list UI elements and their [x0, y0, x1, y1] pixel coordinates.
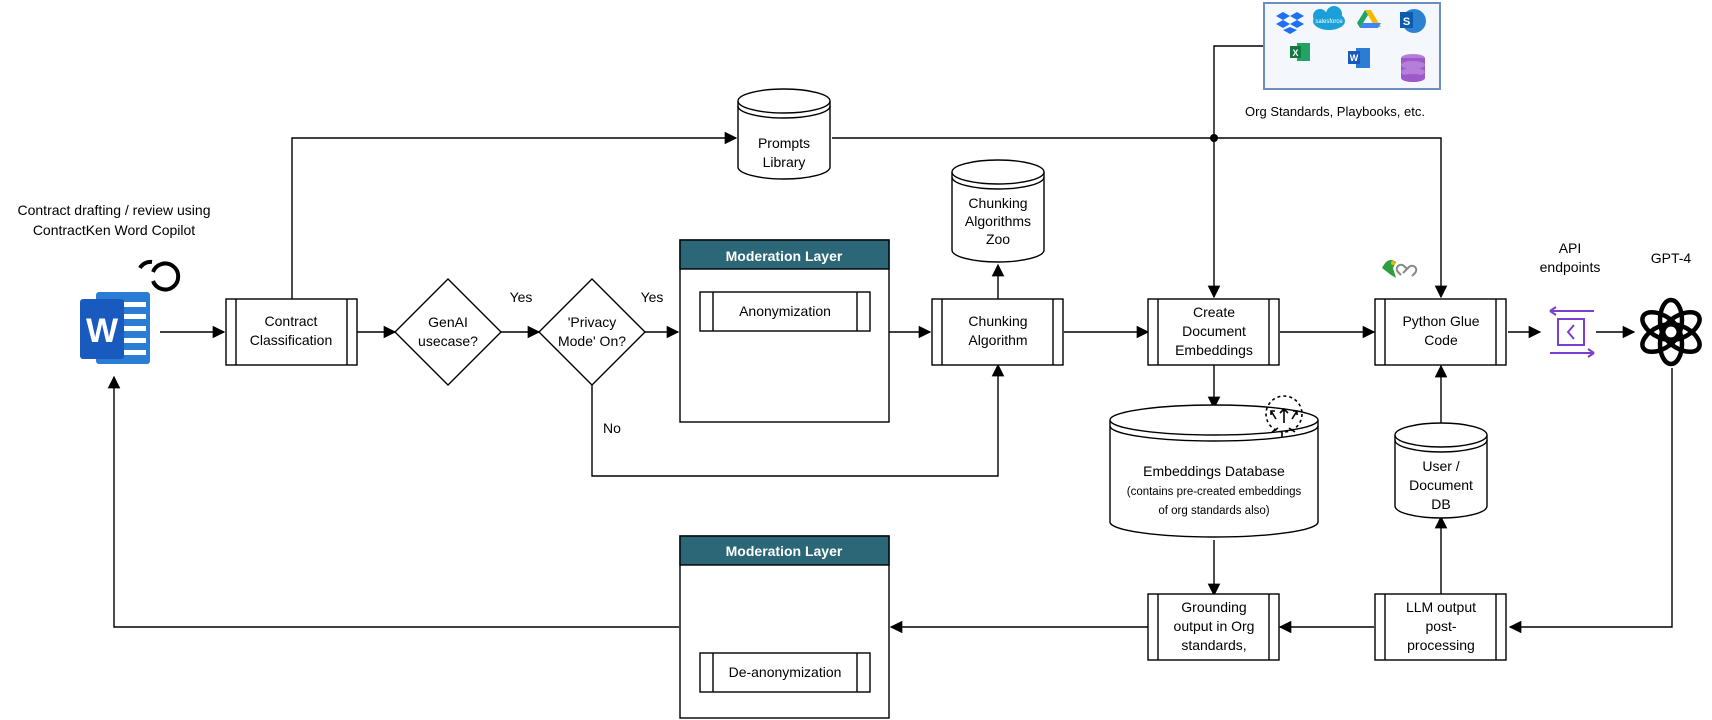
- org-sources-panel: salesforce S X W: [1263, 2, 1441, 90]
- edge-label-yes-2: Yes: [641, 289, 664, 305]
- anonymization-label: Anonymization: [739, 303, 831, 319]
- chunking-algorithm-box: Chunking Algorithm: [931, 298, 1064, 366]
- chunking-zoo-label-2: Algorithms: [965, 213, 1031, 229]
- edge-moderation-to-word: [107, 375, 679, 628]
- llm-postprocessing-box: LLM output post- processing: [1374, 593, 1507, 661]
- create-embeddings-label-1: Create: [1193, 304, 1235, 320]
- llm-post-label-3: processing: [1407, 637, 1475, 653]
- embeddings-db-line2: (contains pre-created embeddings: [1127, 486, 1302, 498]
- edge-sources-to-embeddings: [1207, 45, 1264, 299]
- svg-text:W: W: [1350, 53, 1359, 63]
- vector-cluster-icon: [1265, 395, 1303, 437]
- user-db-label-2: Document: [1409, 477, 1473, 493]
- user-db-label-3: DB: [1431, 496, 1450, 512]
- excel-icon: X: [1290, 43, 1310, 61]
- api-label-1: API: [1559, 240, 1582, 256]
- genai-label-1: GenAI: [428, 314, 468, 330]
- salesforce-icon: salesforce: [1313, 6, 1345, 30]
- word-icon: W: [1348, 48, 1370, 68]
- genai-usecase-decision: GenAI usecase?: [394, 278, 502, 386]
- edge-privacy-no-to-chunking: [591, 363, 1005, 477]
- create-embeddings-label-3: Embeddings: [1175, 342, 1253, 358]
- moderation-bottom-title: Moderation Layer: [726, 543, 843, 559]
- embeddings-db-title: Embeddings Database: [1143, 463, 1285, 479]
- chunking-zoo-label-1: Chunking: [968, 195, 1027, 211]
- chunking-zoo-db: Chunking Algorithms Zoo: [951, 159, 1045, 263]
- moderation-layer-top: Moderation Layer Anonymization: [679, 239, 890, 423]
- grounding-label-2: output in Org: [1174, 618, 1255, 634]
- svg-text:X: X: [1292, 48, 1298, 58]
- genai-label-2: usecase?: [418, 333, 478, 349]
- python-glue-label-1: Python Glue: [1402, 313, 1479, 329]
- contract-classification-label-1: Contract: [265, 313, 318, 329]
- sharepoint-icon: S: [1400, 9, 1426, 33]
- moderation-top-title: Moderation Layer: [726, 248, 843, 264]
- chunking-algorithm-label-2: Algorithm: [968, 332, 1027, 348]
- llm-post-label-2: post-: [1425, 618, 1456, 634]
- create-embeddings-box: Create Document Embeddings: [1147, 298, 1280, 366]
- database-icon: [1401, 54, 1425, 82]
- create-embeddings-label-2: Document: [1182, 323, 1246, 339]
- word-icon: W: [80, 292, 150, 364]
- prompts-library-label-1: Prompts: [758, 135, 810, 151]
- api-gateway-icon: [1549, 306, 1595, 358]
- privacy-label-2: Mode' On?: [558, 333, 626, 349]
- google-drive-icon: [1357, 10, 1381, 28]
- prompts-library-label-2: Library: [763, 154, 806, 170]
- python-glue-label-2: Code: [1424, 332, 1458, 348]
- contract-classification-label-2: Classification: [250, 332, 332, 348]
- grounding-label-3: standards,: [1181, 637, 1246, 653]
- dropbox-icon: [1276, 12, 1304, 34]
- edge-classification-to-prompts: [291, 131, 738, 300]
- prompts-library-db: Prompts Library: [737, 88, 831, 180]
- llm-post-label-1: LLM output: [1406, 599, 1476, 615]
- contract-classification-box: Contract Classification: [225, 298, 358, 366]
- grounding-label-1: Grounding: [1181, 599, 1246, 615]
- python-glue-box: Python Glue Code: [1374, 298, 1507, 366]
- embeddings-db-line3: of org standards also): [1158, 505, 1269, 517]
- chunking-zoo-label-3: Zoo: [986, 231, 1010, 247]
- privacy-label-1: 'Privacy: [568, 314, 617, 330]
- user-db-label-1: User /: [1422, 458, 1459, 474]
- connectors: [107, 45, 1673, 634]
- parrot-link-icon: [1382, 260, 1418, 278]
- contractken-logo: [138, 259, 181, 292]
- deanonymization-label: De-anonymization: [729, 664, 842, 680]
- edge-gpt-to-llmpost: [1508, 368, 1673, 634]
- embeddings-database: Embeddings Database (contains pre-create…: [1109, 404, 1319, 538]
- svg-text:W: W: [86, 312, 119, 350]
- org-sources-caption: Org Standards, Playbooks, etc.: [1245, 104, 1425, 119]
- svg-text:S: S: [1403, 16, 1410, 28]
- svg-text:salesforce: salesforce: [1315, 19, 1343, 25]
- copilot-caption-line1: Contract drafting / review using: [18, 202, 211, 218]
- openai-logo: [1640, 297, 1702, 367]
- gpt4-label: GPT-4: [1651, 250, 1692, 266]
- copilot-caption-line2: ContractKen Word Copilot: [33, 222, 195, 238]
- junction-dot: [1210, 134, 1218, 142]
- privacy-mode-decision: 'Privacy Mode' On?: [538, 278, 646, 386]
- moderation-layer-bottom: Moderation Layer De-anonymization: [679, 535, 890, 719]
- edge-label-yes-1: Yes: [510, 289, 533, 305]
- api-label-2: endpoints: [1540, 259, 1601, 275]
- edge-label-no: No: [603, 420, 621, 436]
- grounding-box: Grounding output in Org standards,: [1147, 593, 1280, 661]
- edge-prompts-to-glue: [832, 137, 1448, 299]
- user-document-db: User / Document DB: [1394, 422, 1488, 519]
- chunking-algorithm-label-1: Chunking: [968, 313, 1027, 329]
